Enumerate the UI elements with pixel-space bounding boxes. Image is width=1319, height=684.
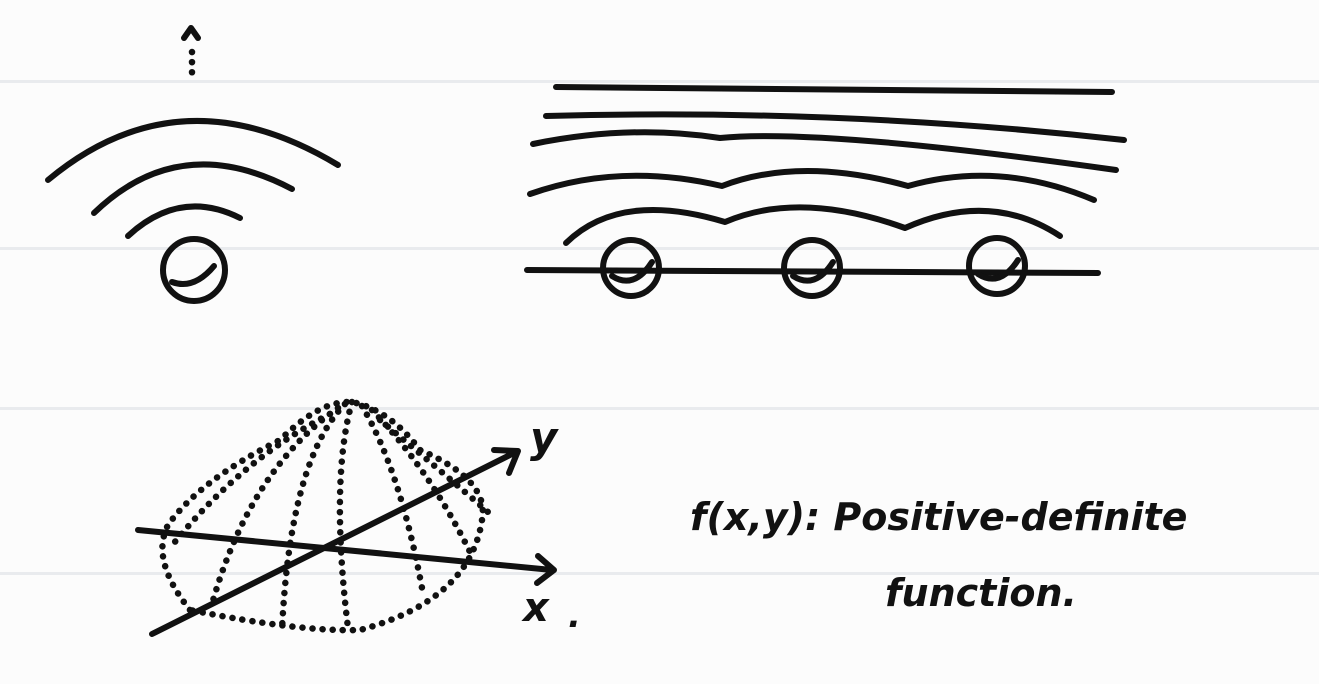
single-ball-wave-sketch	[45, 25, 341, 304]
ball-icon	[600, 237, 662, 299]
y-axis-arrow-icon	[491, 447, 521, 476]
caption-line-1: f(x,y): Positive-definite	[690, 495, 1187, 539]
wave-arc-middle	[91, 161, 295, 216]
surface-ridge	[358, 402, 426, 592]
surface-ridge	[376, 416, 492, 516]
ruled-line	[0, 80, 1319, 83]
ball-icon	[781, 237, 843, 299]
upward-arrow-icon	[181, 25, 201, 41]
x-axis-period: .	[568, 596, 581, 636]
wave-arc-inner	[125, 203, 243, 239]
ball-icon	[160, 236, 228, 304]
surface-outline	[159, 398, 487, 634]
wave-line-2	[543, 111, 1127, 143]
surface-ridge	[166, 410, 334, 552]
ruled-line	[0, 572, 1319, 575]
x-axis-label: x	[521, 585, 550, 631]
surface-ridge	[336, 398, 356, 632]
wave-line-5	[563, 204, 1063, 246]
wave-arc-outer	[45, 117, 341, 183]
x-axis-arrow-icon	[534, 553, 557, 586]
surface-ridge	[208, 404, 342, 608]
wave-line-3	[530, 129, 1119, 173]
ruled-line	[0, 407, 1319, 410]
x-axis	[135, 527, 555, 573]
wave-line-4	[527, 168, 1097, 203]
y-axis-label: y	[530, 413, 559, 462]
positive-definite-surface-sketch: y x .	[135, 398, 581, 637]
ball-icon	[966, 235, 1028, 297]
ball-row-wave-sketch	[524, 84, 1127, 299]
ruled-line	[0, 247, 1319, 250]
surface-ridge	[278, 400, 349, 634]
y-axis	[149, 449, 519, 637]
caption: f(x,y): Positive-definite function.	[690, 495, 1187, 615]
wave-line-1	[553, 84, 1115, 95]
caption-line-2: function.	[885, 571, 1077, 615]
